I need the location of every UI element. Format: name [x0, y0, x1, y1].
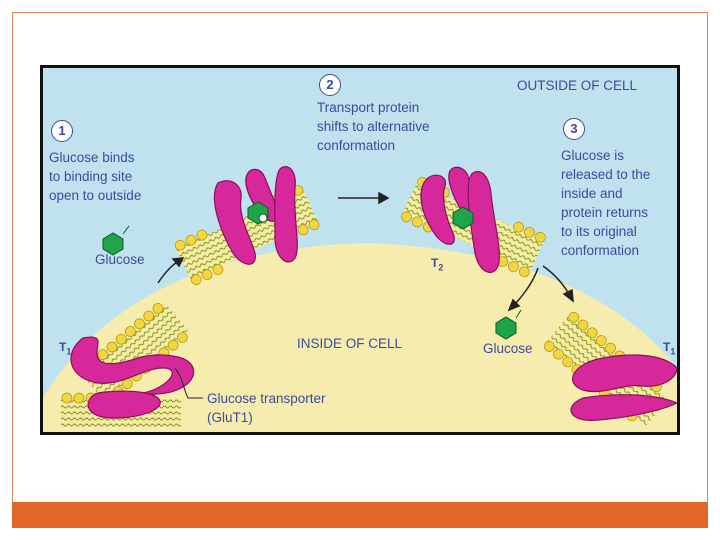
- step-3-number: 3: [563, 118, 585, 140]
- inside-of-cell-label: INSIDE OF CELL: [297, 336, 403, 351]
- glucose-transporter-label: Glucose transporter (GluT1): [207, 391, 326, 425]
- transporter-t1-left: [70, 336, 195, 419]
- step-2-number: 2: [319, 74, 341, 96]
- glucose-inside-molecule: [495, 309, 522, 340]
- glucose-inside-label: Glucose: [483, 341, 533, 356]
- t1-label-right: T1: [663, 340, 676, 357]
- step-2-text: Transport protein shifts to alternative …: [317, 100, 430, 153]
- transporter-leader: [174, 367, 203, 399]
- t1-label-left: T1: [59, 340, 72, 357]
- step-3-text: Glucose is released to the inside and pr…: [561, 148, 651, 258]
- transporter-step1: [213, 166, 298, 265]
- transporter-step2: [420, 166, 500, 274]
- glucose-transport-figure: OUTSIDE OF CELL INSIDE OF CELL 1 Glucose…: [40, 65, 680, 435]
- glucose-outside-label: Glucose: [95, 252, 145, 267]
- glucose-bound-step2: [452, 206, 474, 230]
- arrows: [157, 191, 574, 312]
- outside-of-cell-label: OUTSIDE OF CELL: [517, 78, 638, 93]
- step-1-text: Glucose binds to binding site open to ou…: [49, 150, 142, 203]
- t2-label: T2: [431, 256, 444, 273]
- glucose-outside-molecule: [102, 225, 130, 256]
- step-1-number: 1: [51, 120, 73, 142]
- slide-footer-bar: [12, 502, 708, 528]
- transport-diagram: [43, 166, 677, 432]
- cell-interior: [43, 243, 677, 432]
- glucose-bound-step1: [247, 201, 269, 225]
- transporter-t1-right: [570, 354, 677, 421]
